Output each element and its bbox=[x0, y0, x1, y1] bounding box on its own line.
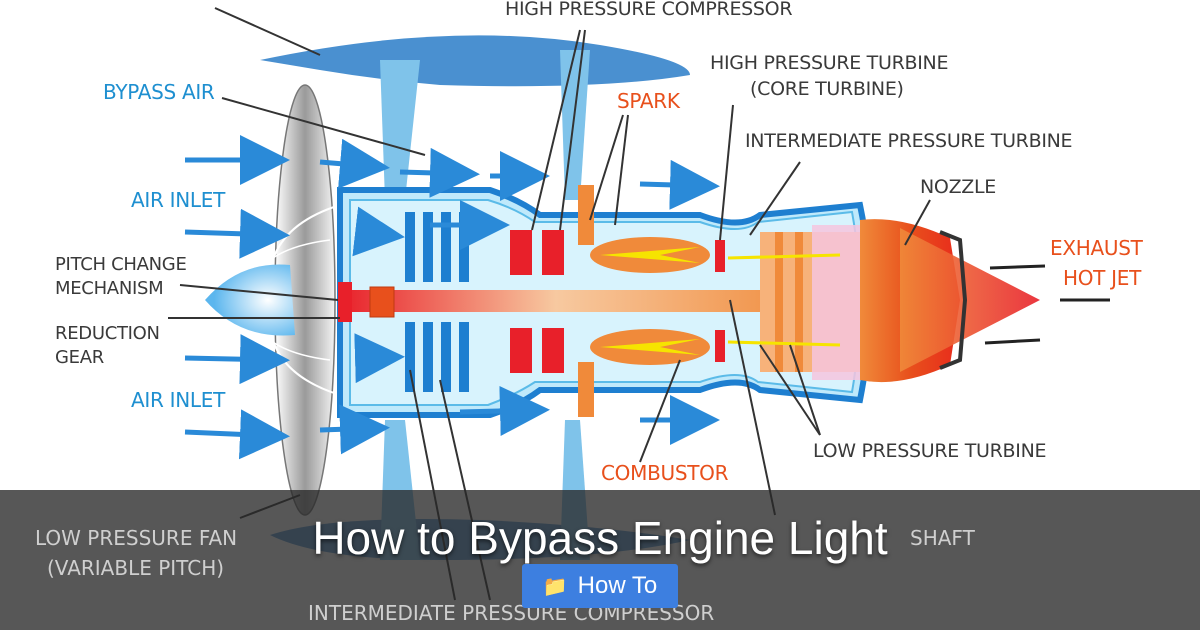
label-intermediate-pressure-turbine: INTERMEDIATE PRESSURE TURBINE bbox=[745, 130, 1073, 152]
nozzle-exhaust bbox=[860, 219, 1040, 383]
label-shaft-partial: SHAFT bbox=[910, 526, 975, 550]
label-mechanism: MECHANISM bbox=[55, 278, 164, 299]
label-high-pressure-turbine: HIGH PRESSURE TURBINE bbox=[710, 52, 949, 74]
label-low-pressure-fan: LOW PRESSURE FAN bbox=[35, 526, 238, 550]
label-air-inlet-bottom: AIR INLET bbox=[131, 388, 225, 412]
page-title: How to Bypass Engine Light bbox=[312, 512, 888, 564]
label-core-turbine: (CORE TURBINE) bbox=[750, 78, 904, 100]
label-variable-pitch: (VARIABLE PITCH) bbox=[47, 556, 225, 580]
turbine-section bbox=[715, 225, 860, 380]
reduction-gear bbox=[369, 286, 395, 318]
label-exhaust: EXHAUST bbox=[1050, 236, 1143, 260]
label-spark: SPARK bbox=[617, 89, 680, 113]
label-nozzle: NOZZLE bbox=[920, 176, 996, 198]
label-low-pressure-turbine: LOW PRESSURE TURBINE bbox=[813, 440, 1047, 462]
folder-icon: 📁 bbox=[542, 575, 568, 598]
exhaust-dashes bbox=[984, 264, 1110, 345]
label-combustor: COMBUSTOR bbox=[601, 461, 729, 485]
label-bypass-air: BYPASS AIR bbox=[103, 80, 215, 104]
label-pitch-change: PITCH CHANGE bbox=[55, 254, 187, 275]
combustor bbox=[578, 185, 710, 417]
label-reduction: REDUCTION bbox=[55, 323, 160, 344]
main-shaft bbox=[340, 290, 820, 312]
label-gear: GEAR bbox=[55, 347, 104, 368]
category-label: How To bbox=[577, 572, 658, 599]
label-high-pressure-compressor: HIGH PRESSURE COMPRESSOR bbox=[505, 0, 793, 20]
pitch-change-block bbox=[338, 282, 352, 322]
flow-arrows bbox=[184, 135, 720, 460]
spinner-cone bbox=[205, 264, 295, 336]
category-button[interactable]: 📁 How To bbox=[522, 564, 678, 608]
high-pressure-compressor-blocks bbox=[510, 230, 564, 373]
label-air-inlet-top: AIR INLET bbox=[131, 188, 225, 212]
label-hot-jet: HOT JET bbox=[1063, 266, 1142, 290]
